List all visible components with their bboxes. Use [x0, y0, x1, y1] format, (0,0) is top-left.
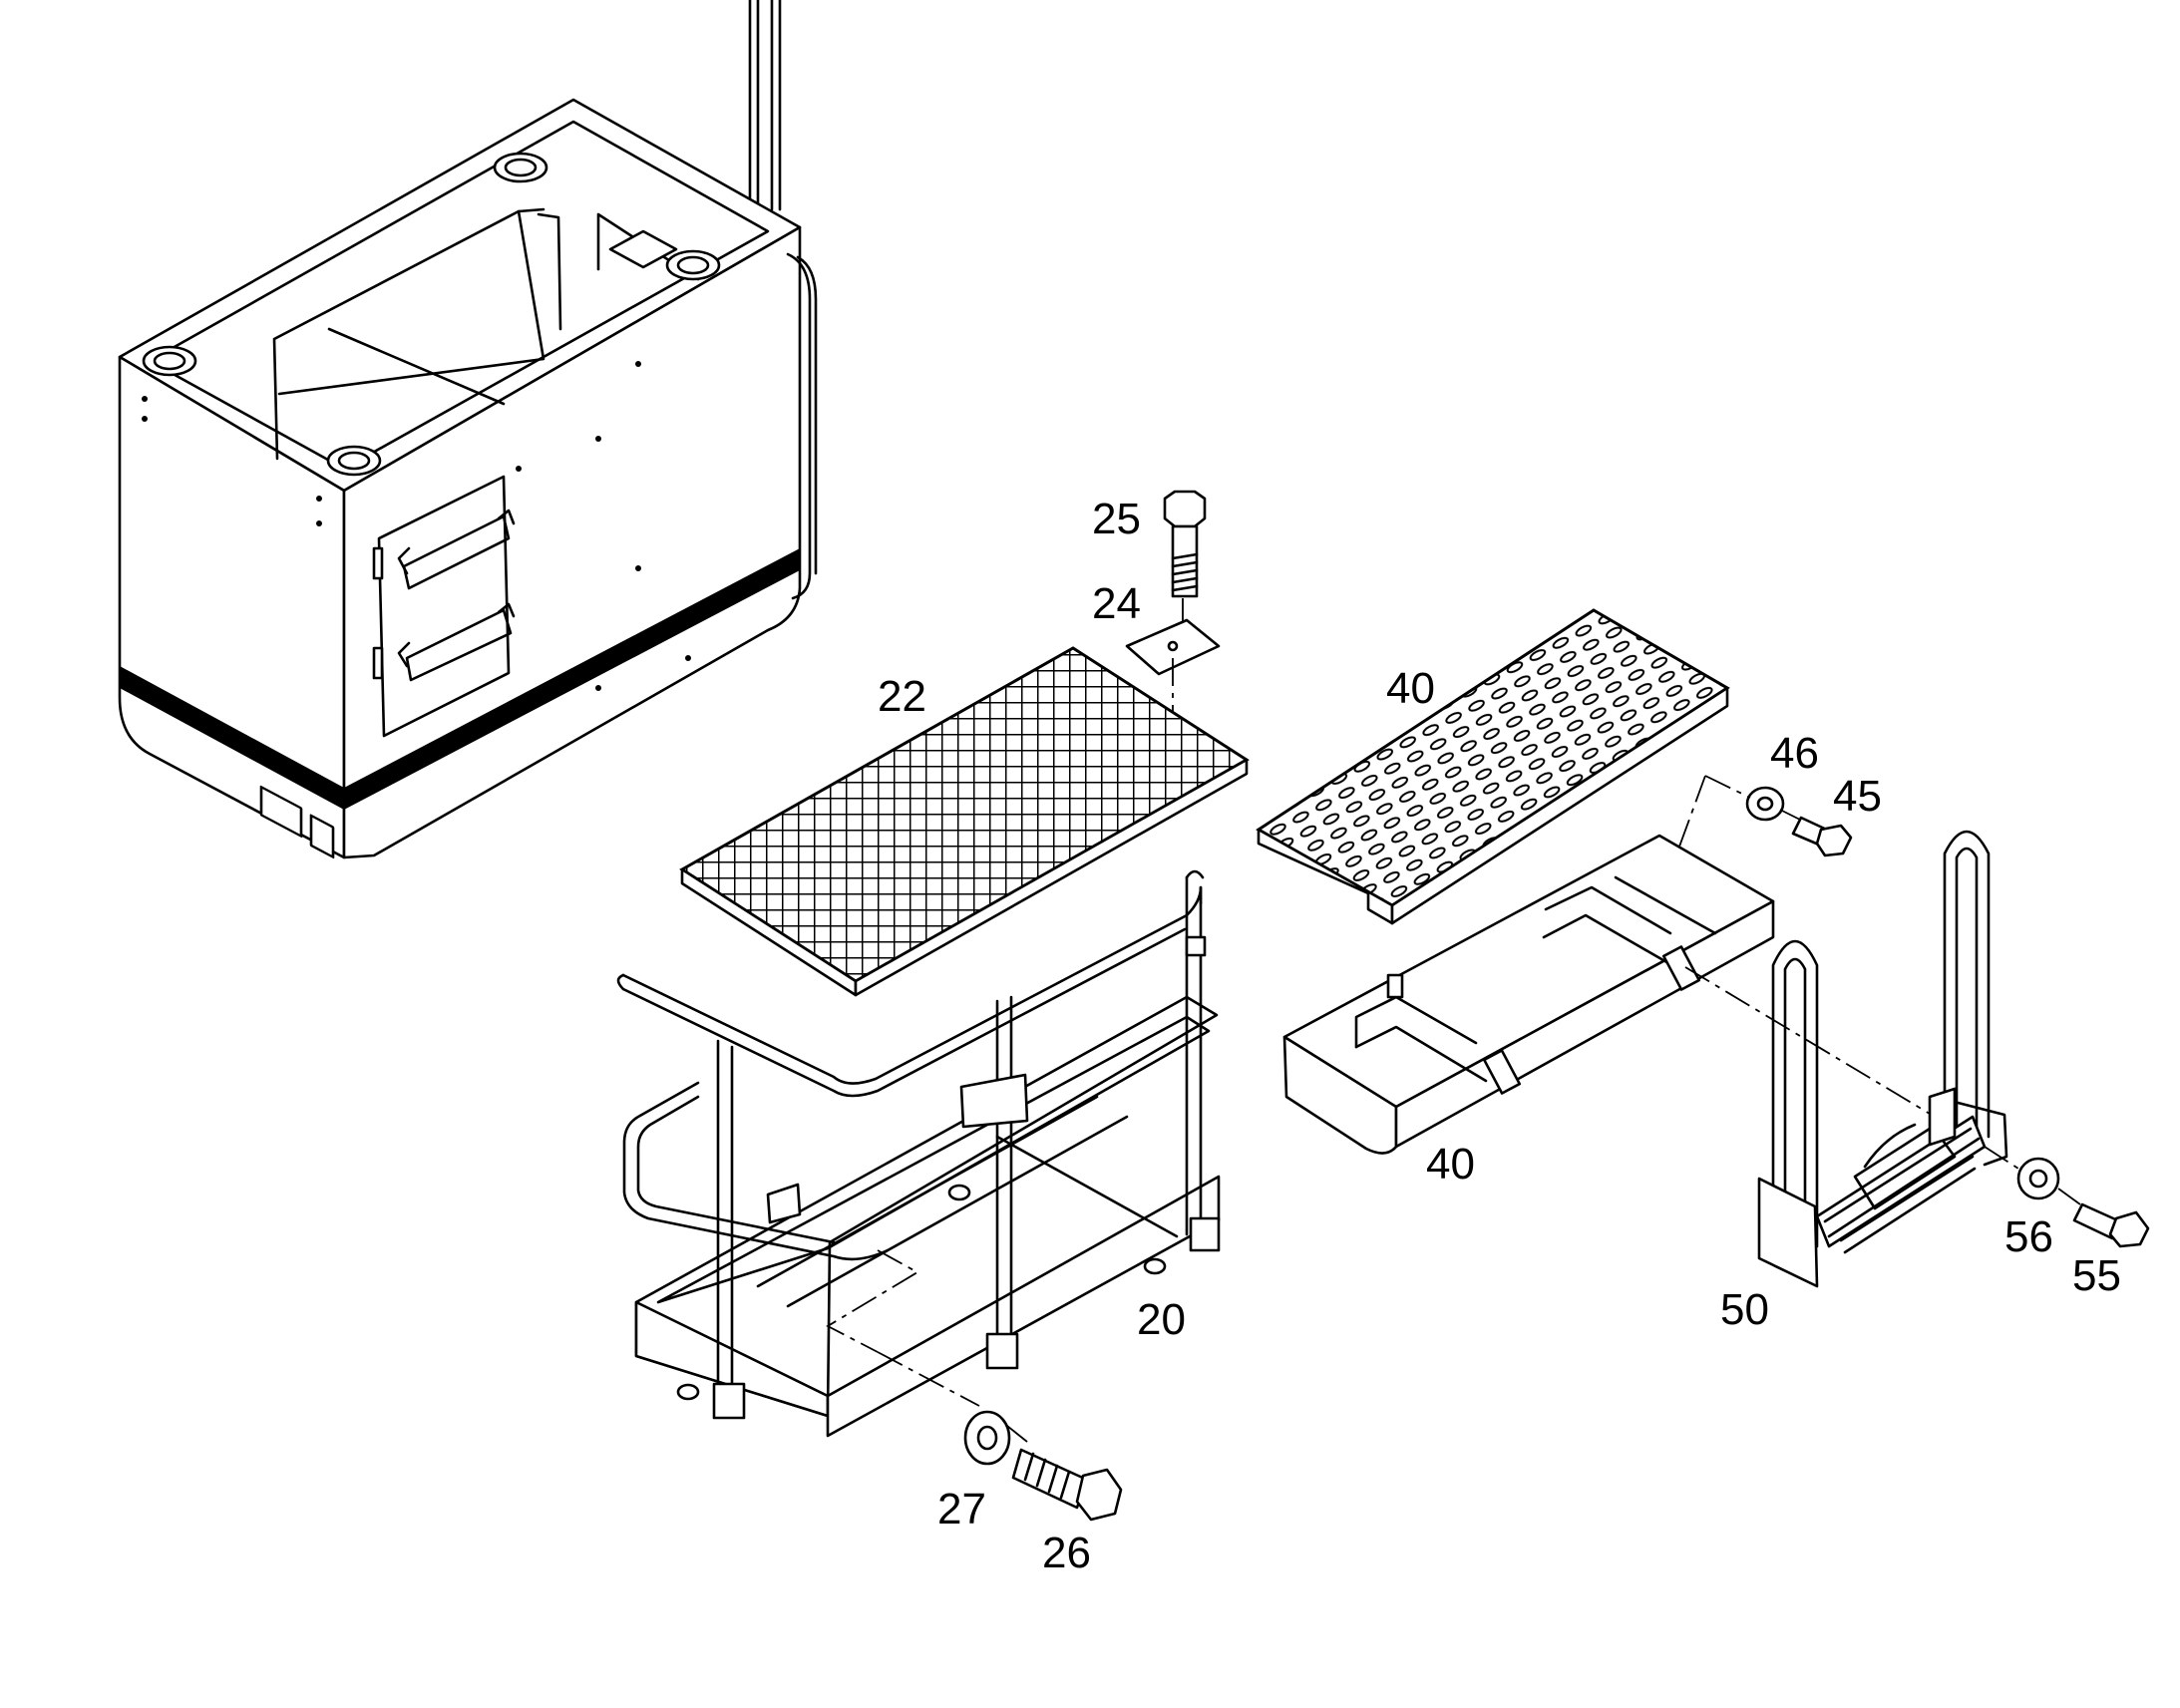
- leader-line-20-inner: [826, 1249, 919, 1353]
- leader-line-56-55: [1984, 1146, 2081, 1205]
- callout-50: 50: [1720, 1285, 1769, 1334]
- leader-line-40-50: [1684, 966, 1936, 1118]
- washer-46: [1745, 786, 1785, 822]
- square-plate-24: [1125, 618, 1221, 676]
- callout-20: 20: [1137, 1295, 1186, 1344]
- washer-56: [2016, 1157, 2060, 1200]
- bolt-45: [1791, 816, 1853, 857]
- callout-40-upper: 40: [1386, 664, 1435, 713]
- step-tray-40-lower: [1282, 834, 1775, 1155]
- leader-line-46-45: [1674, 775, 1801, 858]
- callout-40-lower: 40: [1426, 1140, 1475, 1189]
- callout-45: 45: [1833, 772, 1882, 821]
- platform-frame-20: [616, 869, 1221, 1438]
- grating-22: [679, 646, 1250, 997]
- callout-27: 27: [937, 1485, 986, 1534]
- callout-22: 22: [878, 672, 926, 721]
- step-ladder-50: [1757, 830, 2008, 1288]
- perforated-tread-40-upper: [1256, 608, 1730, 925]
- callout-55: 55: [2072, 1251, 2121, 1300]
- callout-24: 24: [1092, 579, 1141, 628]
- callout-56: 56: [2004, 1212, 2053, 1261]
- callout-26: 26: [1042, 1529, 1091, 1577]
- main-housing: [118, 0, 818, 859]
- callout-25: 25: [1092, 495, 1141, 543]
- washer-27: [963, 1410, 1011, 1466]
- bolt-26: [1011, 1448, 1123, 1522]
- bolt-55: [2072, 1202, 2150, 1248]
- callout-46: 46: [1770, 729, 1819, 778]
- bolt-25: [1163, 490, 1207, 598]
- leader-line-27-26: [877, 1351, 1028, 1443]
